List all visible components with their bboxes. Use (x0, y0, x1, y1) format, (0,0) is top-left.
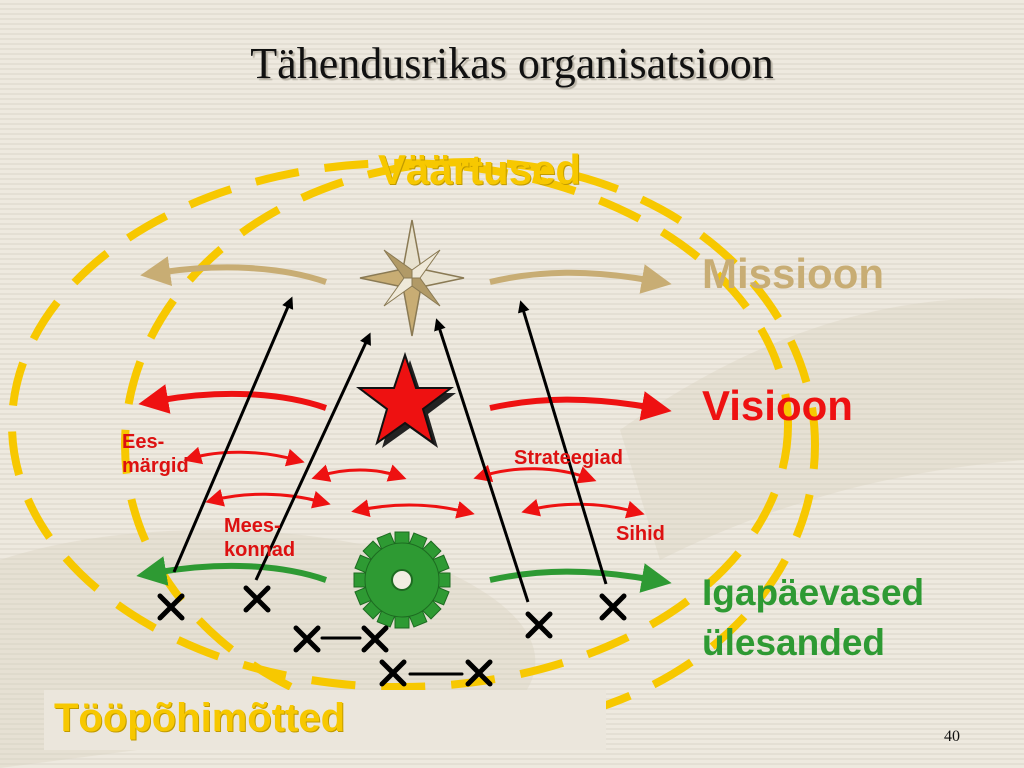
daily-tasks-line1: Igapäevased (702, 572, 925, 613)
slide-title: Tähendusrikas organisatsioon (250, 39, 774, 88)
vision-label: Visioon (702, 382, 853, 429)
values-label: Väärtused (378, 146, 582, 193)
x-mark-icon (599, 593, 627, 621)
compass-rose-icon (359, 219, 465, 337)
daily-tasks-line2: ülesanded (702, 622, 885, 663)
x-markers (157, 585, 627, 687)
teams-line2: konnad (224, 539, 296, 561)
principles-label-box (44, 690, 606, 750)
daily-tasks-label: Igapäevased ülesanded (702, 568, 924, 668)
red-star-icon (356, 351, 456, 448)
x-mark-icon (293, 625, 321, 653)
mission-arrows (140, 256, 672, 294)
vision-arrows (138, 384, 672, 421)
x-mark-icon (525, 611, 553, 639)
teams-line1: Mees- (224, 515, 281, 537)
role-models-label: Ees- märgid (122, 430, 189, 478)
page-number: 40 (944, 728, 960, 745)
teams-label: Mees- konnad (224, 514, 295, 562)
x-mark-icon (361, 625, 389, 653)
tasks-arrows (136, 556, 672, 593)
role-models-line1: Ees- (122, 431, 165, 453)
role-models-line2: märgid (122, 455, 189, 477)
work-principles-label: Tööpõhimõtted (54, 696, 346, 740)
x-mark-icon (243, 585, 271, 613)
x-mark-icon (157, 593, 185, 621)
alignment-lines (172, 296, 608, 603)
x-mark-icon (379, 659, 407, 687)
gear-icon (353, 531, 451, 629)
strategies-label: Strateegiad (514, 447, 623, 469)
x-mark-icon (465, 659, 493, 687)
mission-label: Missioon (702, 250, 885, 297)
goals-label: Sihid (616, 523, 665, 545)
